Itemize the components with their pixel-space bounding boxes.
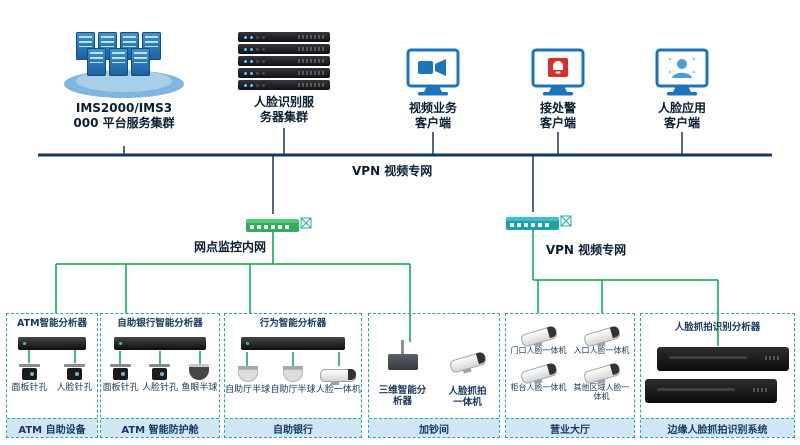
behavior-analyzer-box xyxy=(241,337,345,351)
device-label: 接处警客户端 xyxy=(539,101,576,130)
dome-camera-icon xyxy=(237,366,258,383)
bullet-camera-icon xyxy=(582,362,621,385)
dome-camera-icon xyxy=(282,366,303,383)
camera-item: 人脸针孔 xyxy=(142,364,178,393)
camera-label: 门口人脸一体机 xyxy=(510,346,567,355)
server-cluster-icon xyxy=(62,24,186,98)
camera-label: 人脸针孔 xyxy=(141,383,178,394)
face-capture-analyzer-icon xyxy=(657,347,789,372)
pinhole-camera-icon xyxy=(110,364,132,381)
analyzer-title: ATM智能分析器 xyxy=(16,318,88,329)
camera-label: 人脸一体机 xyxy=(315,385,361,396)
face-app-client: 人脸应用客户端 xyxy=(653,48,711,131)
face-capture-analyzer-icon xyxy=(645,379,777,404)
alarm-client: 接处警客户端 xyxy=(529,48,587,131)
zone-edge-face-capture-system: 人脸抓拍识别分析器 边缘人脸抓拍识别系统 xyxy=(640,313,795,438)
analyzer-title: 人脸抓拍识别分析器 xyxy=(674,322,761,333)
camera-label: 鱼眼半球 xyxy=(181,383,218,394)
zone-name-label: 营业大厅 xyxy=(506,418,634,437)
bullet-camera-icon xyxy=(320,369,357,386)
camera-item: 门口人脸一体机 xyxy=(508,325,569,355)
bullet-camera-icon xyxy=(519,325,558,348)
camera-label: 其他区域人脸一体机 xyxy=(573,383,630,402)
camera-item: 自助厅半球 xyxy=(225,366,270,395)
device-label: IMS2000/IMS3000 平台服务集群 xyxy=(73,101,175,130)
camera-label: 面板针孔 xyxy=(102,383,139,394)
rack-server-icon xyxy=(238,32,330,92)
zone-name-label: 边缘人脸抓拍识别系统 xyxy=(641,418,794,437)
zone-name-label: 加钞间 xyxy=(369,418,499,437)
analyzer-title: 自助银行智能分析器 xyxy=(117,318,203,329)
bullet-camera-icon xyxy=(448,351,487,374)
camera-item: 面板针孔 xyxy=(103,364,139,393)
video-client: 视频业务客户端 xyxy=(404,48,462,131)
switch-icon xyxy=(246,217,312,232)
camera-item: 柜台人脸一体机 xyxy=(508,362,569,401)
zone-business-hall: 门口人脸一体机 入口人脸一体机 柜台人脸一体机 其他区域人脸一体机 营业大厅 xyxy=(505,313,635,438)
camera-item: 人脸一体机 xyxy=(316,369,361,395)
fisheye-dome-icon xyxy=(189,364,210,381)
zone-name-label: ATM 自助设备 xyxy=(7,418,97,437)
atm-analyzer-box xyxy=(18,337,86,351)
monitor-video-icon xyxy=(406,48,460,96)
vpn-switch xyxy=(506,212,572,236)
ims-platform-cluster: IMS2000/IMS3000 平台服务集群 xyxy=(62,24,186,131)
switch-label: VPN 视频专网 xyxy=(545,243,627,257)
3d-analyzer-item: 三维智能分析器 xyxy=(378,340,427,408)
switch-icon xyxy=(506,215,572,230)
analyzer-title: 行为智能分析器 xyxy=(259,318,327,329)
camera-label: 人脸针孔 xyxy=(56,383,93,394)
ceiling-3d-analyzer-icon xyxy=(387,340,418,370)
self-bank-analyzer-box xyxy=(114,337,206,351)
zone-atm-self-service: ATM智能分析器 面板针孔 人脸针孔 ATM 自助设备 xyxy=(6,313,98,438)
zone-name-label: 自助银行 xyxy=(225,418,361,437)
pinhole-camera-icon xyxy=(63,364,85,381)
camera-item: 入口人脸一体机 xyxy=(571,325,632,355)
device-label: 人脸应用客户端 xyxy=(657,101,706,130)
pinhole-camera-icon xyxy=(18,364,40,381)
device-label: 视频业务客户端 xyxy=(408,101,457,130)
zone-cash-room: 三维智能分析器 人脸抓拍一体机 加钞间 xyxy=(368,313,500,438)
zone-atm-protection-cabin: 自助银行智能分析器 面板针孔 人脸针孔 鱼眼半球 ATM 智能防护舱 xyxy=(100,313,220,438)
bullet-camera-icon xyxy=(519,362,558,385)
camera-label: 柜台人脸一体机 xyxy=(510,383,567,393)
camera-item: 面板针孔 xyxy=(11,364,48,394)
camera-item: 自助厅半球 xyxy=(270,366,316,396)
device-label: 人脸识别服务器集群 xyxy=(253,95,314,124)
switch-label: 网点监控内网 xyxy=(193,240,266,254)
face-recognition-server-cluster: 人脸识别服务器集群 xyxy=(238,32,330,125)
camera-label: 面板针孔 xyxy=(11,383,48,394)
camera-label: 自助厅半球 xyxy=(225,385,271,396)
branch-intranet-switch xyxy=(246,214,312,238)
pinhole-camera-icon xyxy=(149,364,171,381)
camera-item: 其他区域人脸一体机 xyxy=(571,362,632,402)
device-label: 三维智能分析器 xyxy=(378,385,427,407)
bullet-camera-icon xyxy=(582,325,621,348)
monitor-alarm-icon xyxy=(531,48,585,96)
camera-label: 自助厅半球 xyxy=(270,385,316,396)
zone-self-service-bank: 行为智能分析器 自助厅半球 自助厅半球 人脸一体机 自助银行 xyxy=(224,313,362,438)
vpn-bus-label: VPN 视频专网 xyxy=(352,164,433,178)
camera-label: 入口人脸一体机 xyxy=(573,346,630,355)
monitor-face-icon xyxy=(655,48,709,96)
camera-item: 鱼眼半球 xyxy=(181,364,217,393)
zone-name-label: ATM 智能防护舱 xyxy=(101,418,219,437)
device-label: 人脸抓拍一体机 xyxy=(448,386,487,408)
face-capture-item: 人脸抓拍一体机 xyxy=(446,351,490,409)
camera-item: 人脸针孔 xyxy=(56,364,93,394)
